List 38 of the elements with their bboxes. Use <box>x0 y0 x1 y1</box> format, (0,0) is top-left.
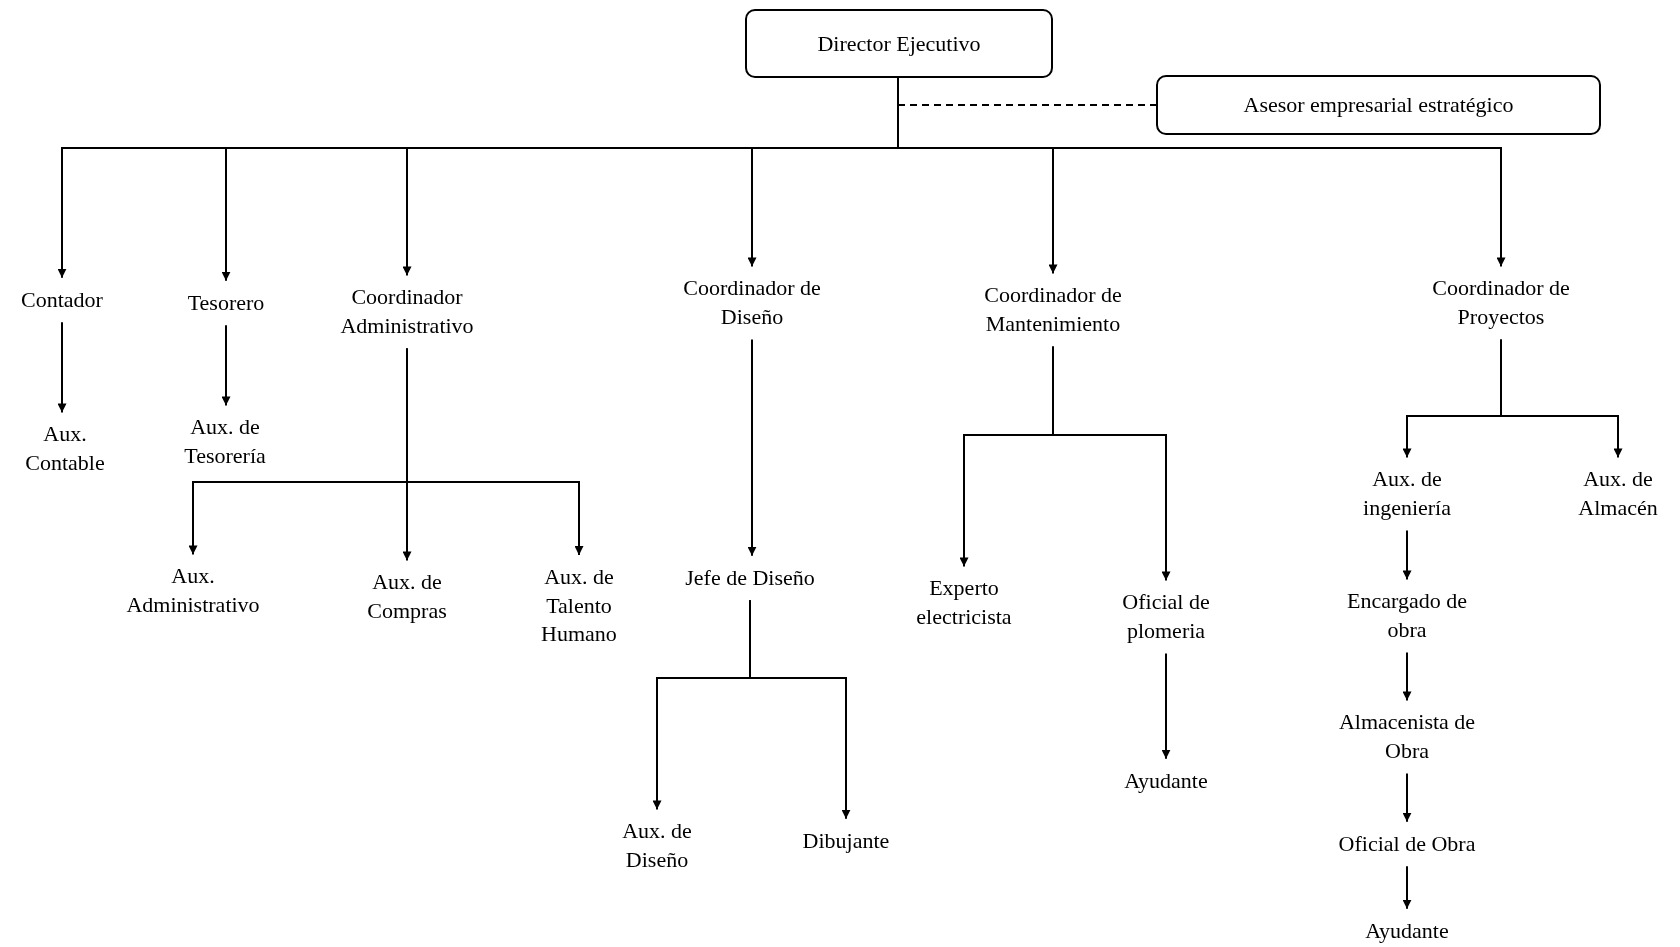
arrow <box>1052 345 1171 582</box>
position-label: Coordinador de Diseño <box>667 266 837 340</box>
position-label: Oficial de Obra <box>1317 821 1497 867</box>
position-label: Ayudante <box>1106 758 1226 804</box>
position-box: Director Ejecutivo <box>745 9 1053 78</box>
position-label: Ayudante <box>1347 908 1467 947</box>
arrow <box>1500 338 1623 459</box>
arrow <box>1402 529 1412 581</box>
arrow <box>1402 772 1412 823</box>
position-label: Almacenista de Obra <box>1322 700 1492 774</box>
position-label: Aux. Contable <box>15 412 115 486</box>
position-label: Jefe de Diseño <box>660 555 840 601</box>
arrow <box>749 599 851 820</box>
arrow <box>406 347 584 557</box>
arrow <box>221 324 231 407</box>
position-box: Asesor empresarial estratégico <box>1156 75 1601 135</box>
arrow <box>1402 865 1412 910</box>
position-label: Contador <box>2 277 122 323</box>
position-label: Tesorero <box>166 280 286 326</box>
position-label: Coordinador de Mantenimiento <box>963 273 1143 347</box>
position-label: Encargado de obra <box>1327 579 1487 653</box>
position-label: Aux. de Compras <box>357 560 457 634</box>
dashed-connector <box>897 104 1157 106</box>
arrow <box>1402 651 1412 702</box>
position-label: Dibujante <box>786 818 906 864</box>
arrow <box>1161 652 1171 760</box>
position-label: Aux. de Talento Humano <box>534 555 624 657</box>
position-label: Aux. de ingeniería <box>1352 457 1462 531</box>
arrow <box>747 338 757 557</box>
position-label: Experto electricista <box>904 566 1024 640</box>
position-label: Oficial de plomeria <box>1106 580 1226 654</box>
position-label: Aux. de Diseño <box>612 809 702 883</box>
arrow <box>57 321 67 414</box>
position-label: Aux. de Almacén <box>1568 457 1668 531</box>
position-label: Coordinador de Proyectos <box>1416 266 1586 340</box>
position-label: Coordinador Administrativo <box>322 275 492 349</box>
position-label: Aux. de Tesorería <box>170 405 280 479</box>
position-label: Aux. Administrativo <box>118 554 268 628</box>
